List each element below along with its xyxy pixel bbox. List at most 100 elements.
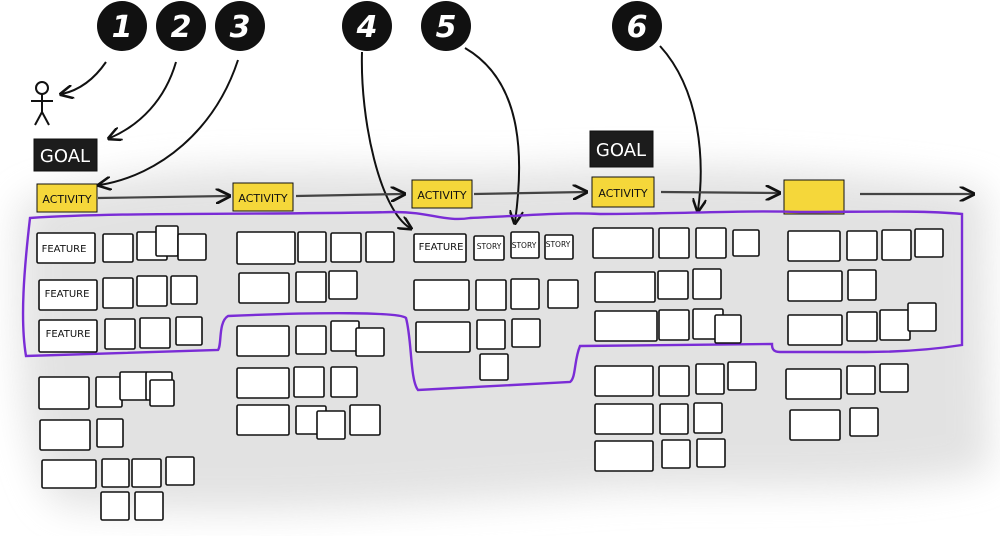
story-card bbox=[846, 230, 878, 261]
story-card bbox=[787, 270, 843, 302]
story-card bbox=[330, 320, 360, 352]
arrow-icon bbox=[100, 59, 239, 185]
story-card bbox=[879, 363, 909, 393]
story-card bbox=[104, 318, 136, 350]
story-card bbox=[170, 275, 198, 305]
story-card bbox=[658, 309, 690, 341]
arrow-icon bbox=[360, 51, 410, 228]
callout-6: 6 bbox=[612, 1, 662, 51]
story-card bbox=[236, 404, 290, 436]
feature-label: FEATURE bbox=[42, 244, 87, 255]
story-card bbox=[131, 458, 162, 488]
story-card bbox=[149, 379, 175, 407]
story-card bbox=[101, 458, 130, 488]
story-label: STORY bbox=[546, 240, 571, 249]
story-card bbox=[413, 279, 470, 311]
story-card bbox=[658, 227, 690, 259]
story-card bbox=[95, 376, 123, 408]
callout-4: 4 bbox=[342, 1, 392, 51]
story-card bbox=[695, 363, 725, 395]
callouts: 1 2 3 4 5 6 bbox=[97, 1, 662, 51]
story-card bbox=[139, 317, 171, 349]
callout-3: 3 bbox=[215, 1, 265, 51]
story-card bbox=[38, 279, 98, 311]
story-card bbox=[236, 367, 290, 399]
story-card bbox=[787, 230, 841, 262]
svg-text:ACTIVITY: ACTIVITY bbox=[42, 193, 91, 206]
story-card bbox=[881, 229, 912, 261]
story-card bbox=[236, 325, 290, 357]
story-card bbox=[177, 233, 207, 261]
story-card bbox=[547, 279, 579, 309]
story-card bbox=[693, 402, 723, 434]
activity-2: ACTIVITY bbox=[232, 182, 294, 212]
svg-text:4: 4 bbox=[356, 10, 378, 45]
story-card bbox=[330, 366, 358, 398]
story-card bbox=[415, 321, 471, 353]
stick-figure-icon bbox=[31, 81, 53, 126]
svg-text:ACTIVITY: ACTIVITY bbox=[417, 189, 466, 202]
story-card bbox=[785, 368, 842, 400]
story-card bbox=[316, 410, 346, 440]
story-card bbox=[594, 310, 658, 342]
story-card bbox=[510, 278, 540, 310]
story-card bbox=[295, 325, 327, 355]
story-card bbox=[510, 231, 540, 259]
story-card bbox=[476, 319, 506, 350]
story-label: STORY bbox=[512, 241, 537, 250]
story-card bbox=[479, 353, 509, 381]
story-card bbox=[661, 439, 691, 469]
story-card bbox=[594, 365, 654, 397]
arrow-icon bbox=[464, 47, 519, 222]
story-card bbox=[136, 275, 168, 307]
story-card bbox=[102, 277, 134, 309]
backbone-arrow bbox=[97, 192, 972, 198]
story-card bbox=[134, 491, 164, 521]
story-card bbox=[658, 365, 690, 397]
goal-2: GOAL bbox=[589, 130, 654, 168]
card-grid bbox=[36, 225, 944, 521]
story-card bbox=[592, 227, 654, 259]
story-card bbox=[475, 279, 507, 311]
svg-text:GOAL: GOAL bbox=[596, 140, 646, 161]
story-card bbox=[328, 270, 358, 300]
story-card bbox=[696, 438, 726, 468]
story-card bbox=[847, 269, 877, 301]
story-card bbox=[238, 272, 290, 304]
story-card bbox=[511, 318, 541, 348]
story-card bbox=[727, 361, 757, 391]
story-card bbox=[119, 371, 149, 401]
svg-text:5: 5 bbox=[436, 10, 457, 45]
story-card bbox=[330, 232, 362, 263]
story-card bbox=[594, 440, 654, 472]
story-card bbox=[96, 418, 124, 448]
story-card bbox=[293, 366, 325, 398]
story-card bbox=[297, 231, 327, 263]
arrow-icon bbox=[62, 61, 107, 94]
story-card bbox=[295, 271, 327, 303]
story-card bbox=[732, 229, 760, 257]
story-card bbox=[365, 231, 395, 263]
activity-1: ACTIVITY bbox=[36, 183, 98, 213]
release-line bbox=[21, 210, 964, 392]
story-card bbox=[165, 456, 195, 486]
svg-text:3: 3 bbox=[230, 10, 251, 45]
story-card bbox=[38, 319, 98, 353]
story-card bbox=[236, 231, 296, 265]
story-card bbox=[879, 309, 911, 341]
svg-text:ACTIVITY: ACTIVITY bbox=[598, 187, 647, 200]
feature-label: FEATURE bbox=[45, 289, 90, 300]
story-card bbox=[102, 233, 134, 263]
activity-3: ACTIVITY bbox=[411, 179, 473, 209]
story-card bbox=[41, 459, 97, 489]
story-card bbox=[155, 225, 179, 257]
feature-labels: FEATURE FEATURE FEATURE FEATURE STORY ST… bbox=[42, 240, 571, 340]
callout-1: 1 bbox=[97, 1, 147, 51]
story-card bbox=[692, 268, 722, 300]
story-label: STORY bbox=[477, 242, 502, 251]
story-card bbox=[789, 409, 841, 441]
callout-2: 2 bbox=[156, 1, 206, 51]
story-card bbox=[914, 228, 944, 258]
story-card bbox=[544, 234, 574, 260]
story-card bbox=[355, 327, 385, 357]
